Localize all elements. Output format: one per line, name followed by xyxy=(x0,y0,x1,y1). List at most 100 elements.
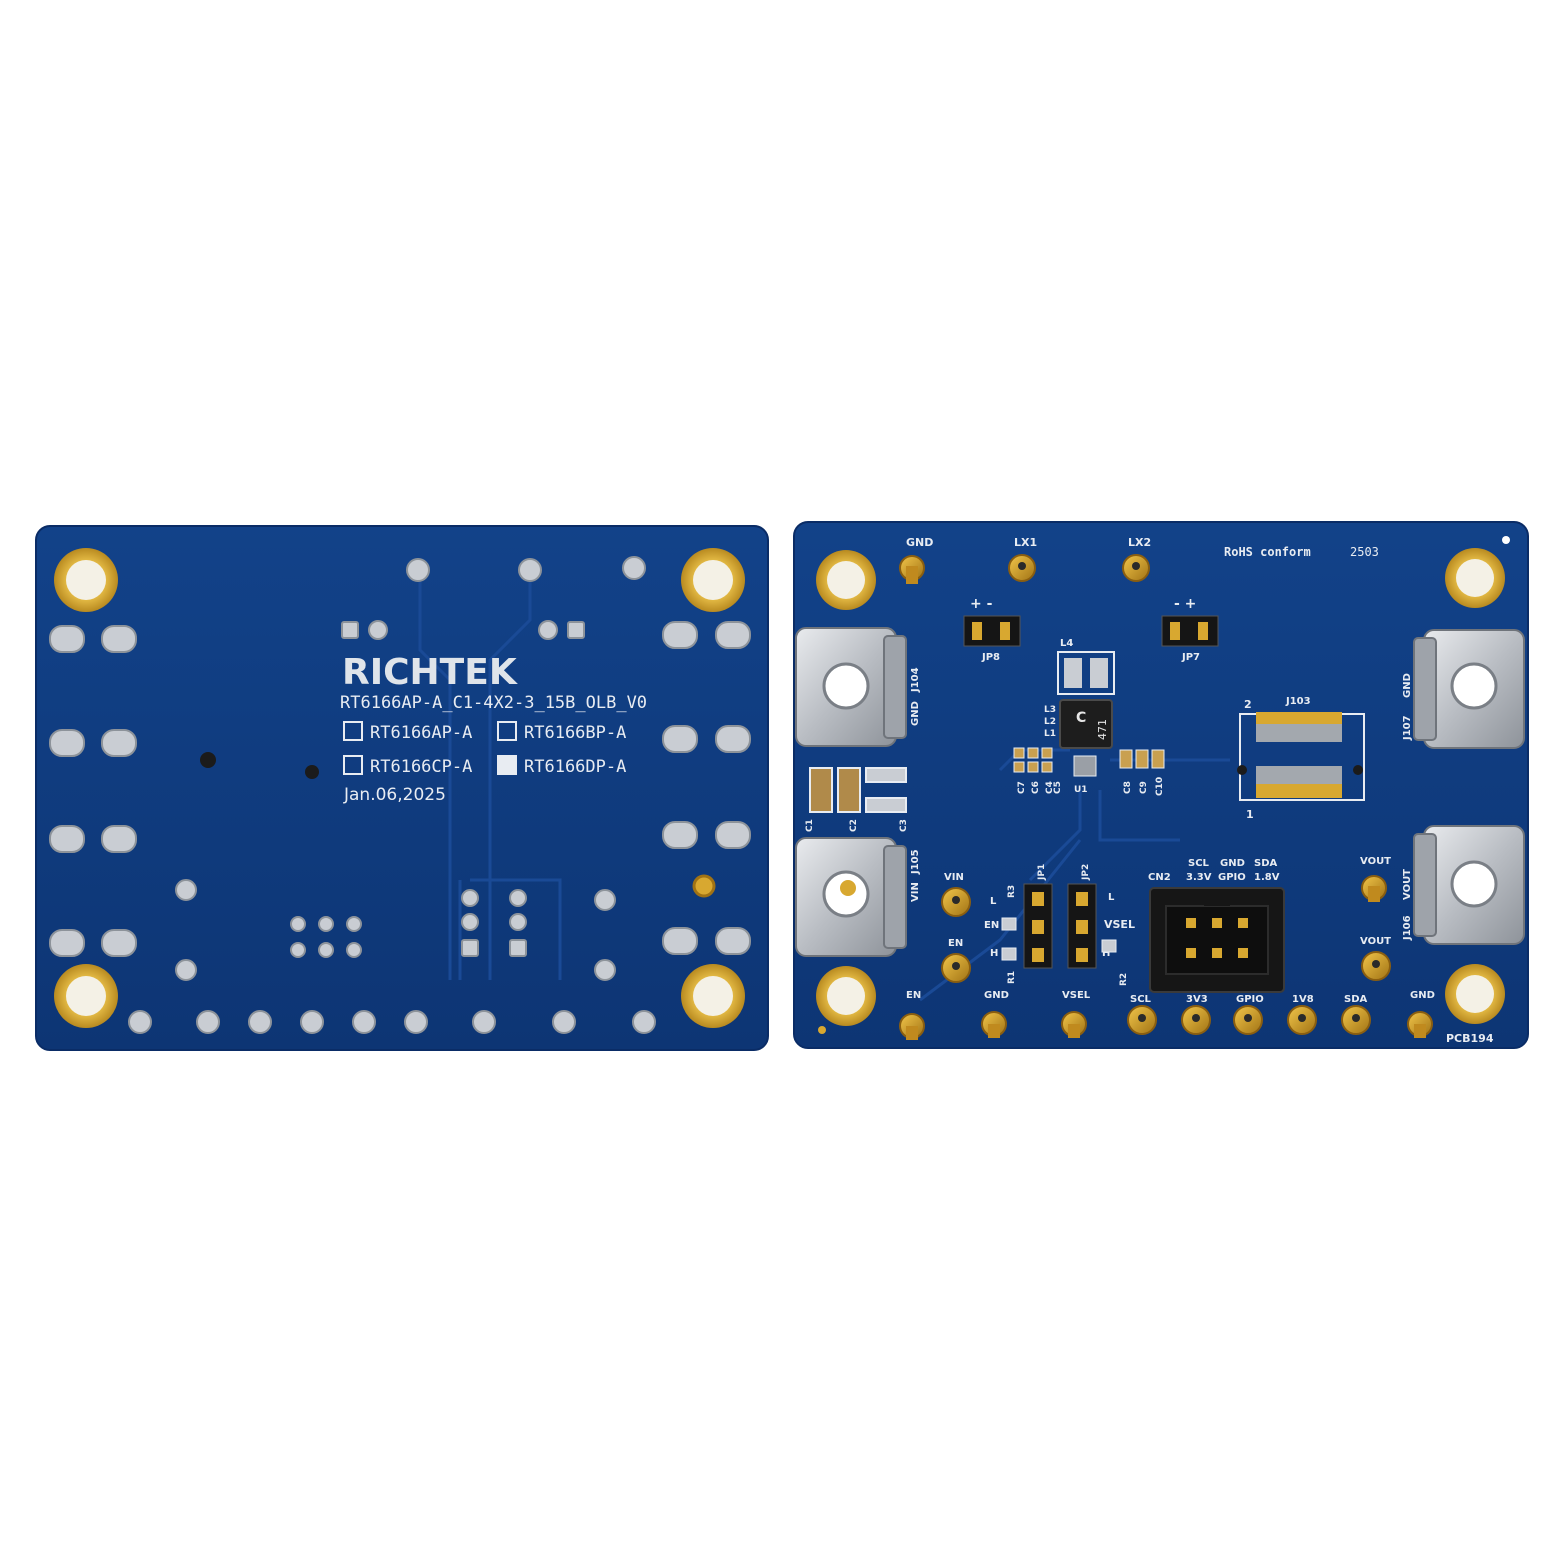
inductor-chip: C 471 xyxy=(1059,699,1113,749)
label-bottom-vsel: VSEL xyxy=(1062,990,1091,1001)
label-c10: C10 xyxy=(1155,777,1165,796)
label-j106-net: VOUT xyxy=(1402,869,1413,900)
left-bottom-solder-row xyxy=(128,1010,656,1034)
label-j104-net: GND xyxy=(910,701,921,726)
jumper-jp2 xyxy=(1067,883,1097,969)
connector-cn2 xyxy=(1149,887,1285,993)
ic-u1 xyxy=(1073,755,1097,777)
richtek-logo: RICHTEK xyxy=(342,652,518,693)
label-jp2-h: H xyxy=(1102,948,1110,959)
pcb-id: PCB194 xyxy=(1446,1032,1494,1045)
label-jp2-l: L xyxy=(1108,892,1115,903)
label-bottom-gpio: GPIO xyxy=(1236,994,1264,1005)
board-date: Jan.06,2025 xyxy=(343,785,446,805)
corner-mark xyxy=(818,1026,826,1034)
label-jp2: JP2 xyxy=(1081,864,1091,881)
cn2-col1-bot: 3.3V xyxy=(1186,872,1212,883)
testpoint-bottom-sda xyxy=(1341,1005,1371,1035)
inductor-mark-top: C xyxy=(1076,710,1086,726)
label-bottom-scl: SCL xyxy=(1130,994,1152,1005)
label-jp2-vsel: VSEL xyxy=(1104,918,1135,931)
testpoint-bottom-scl xyxy=(1127,1005,1157,1035)
label-j107: J107 xyxy=(1402,715,1413,741)
label-r1: R1 xyxy=(1007,971,1017,984)
fiducial-dot xyxy=(1502,536,1510,544)
label-j104: J104 xyxy=(910,667,921,693)
option-label-ap: RT6166AP-A xyxy=(370,723,472,743)
option-checkbox-cp xyxy=(343,755,363,775)
label-c2: C2 xyxy=(849,819,859,832)
terminal-j105 xyxy=(795,837,907,957)
label-tp-lx2: LX2 xyxy=(1128,536,1151,549)
board-part-string: RT6166AP-A_C1-4X2-3_15B_OLB_V0 xyxy=(340,693,647,713)
label-l2: L2 xyxy=(1044,717,1056,727)
option-label-dp: RT6166DP-A xyxy=(524,757,626,777)
right-board: J104 GND J105 VIN GND J107 VOUT J106 RoH… xyxy=(793,521,1529,1049)
jumper-jp8 xyxy=(963,615,1021,647)
label-jp1-l: L xyxy=(990,896,997,907)
caps-right-group xyxy=(1119,749,1165,769)
jumper-jp7 xyxy=(1161,615,1219,647)
testpoint-bottom-vsel xyxy=(1061,1011,1087,1038)
label-bottom-sda: SDA xyxy=(1344,994,1368,1005)
label-c5: C5 xyxy=(1053,781,1063,794)
resistor-r3 xyxy=(1001,917,1017,931)
left-gold-via xyxy=(692,874,716,898)
testpoint-bottom-gpio xyxy=(1233,1005,1263,1035)
resistor-r1 xyxy=(1001,947,1017,961)
jp8-polarity: + - xyxy=(970,596,993,612)
label-j106: J106 xyxy=(1402,915,1413,941)
cn2-col3-bot: 1.8V xyxy=(1254,872,1280,883)
caps-left-group xyxy=(1013,747,1053,773)
label-c6: C6 xyxy=(1031,781,1041,794)
label-tp-vout-2: VOUT xyxy=(1360,936,1391,947)
terminal-j104 xyxy=(795,627,907,747)
left-side-pads-right xyxy=(662,621,751,955)
label-c9: C9 xyxy=(1139,781,1149,794)
label-bottom-gnd: GND xyxy=(984,990,1009,1001)
option-label-cp: RT6166CP-A xyxy=(370,757,472,777)
terminal-j107 xyxy=(1413,629,1525,749)
label-jp1: JP1 xyxy=(1037,864,1047,881)
testpoint-bottom-3v3 xyxy=(1181,1005,1211,1035)
bottom-testpoints xyxy=(899,1005,1433,1040)
inductor-mark-bottom: 471 xyxy=(1096,719,1109,740)
label-j105: J105 xyxy=(910,849,921,875)
label-tp-vin: VIN xyxy=(944,872,964,883)
testpoint-bottom-1v8 xyxy=(1287,1005,1317,1035)
left-lower-solder-points xyxy=(175,879,616,981)
label-c4: C4 xyxy=(1045,781,1055,794)
label-jp1-h: H xyxy=(990,948,998,959)
testpoint-bottom-gnd-2 xyxy=(1407,1011,1433,1038)
left-vias xyxy=(200,752,319,779)
label-j107-net: GND xyxy=(1402,673,1413,698)
label-c8: C8 xyxy=(1123,781,1133,794)
right-mounting-holes xyxy=(816,548,1505,1026)
label-jp1-en: EN xyxy=(984,920,999,931)
testpoint-bottom-gnd xyxy=(981,1011,1007,1038)
label-jp7: JP7 xyxy=(1181,652,1200,663)
date-code: 2503 xyxy=(1350,545,1379,559)
cn2-col2-top: GND xyxy=(1220,858,1245,869)
label-j103-pin2: 2 xyxy=(1244,698,1252,711)
label-j103-pin1: 1 xyxy=(1246,808,1254,821)
left-top-solder-points xyxy=(341,556,646,640)
caps-c1-c3 xyxy=(809,767,907,813)
option-checkbox-dp xyxy=(497,755,517,775)
label-bottom-gnd-2: GND xyxy=(1410,990,1435,1001)
connector-j103 xyxy=(1237,712,1365,801)
left-side-pads-left xyxy=(49,625,137,957)
label-l3: L3 xyxy=(1044,705,1056,715)
left-traces xyxy=(418,580,562,980)
resistor-r2 xyxy=(1101,939,1117,953)
terminal-j106 xyxy=(1413,825,1525,945)
left-mounting-holes xyxy=(54,548,745,1028)
inductor-footprint-l4 xyxy=(1057,651,1115,695)
testpoint-gnd-top xyxy=(899,555,925,584)
jp7-polarity: - + xyxy=(1174,596,1196,612)
testpoint-bottom-en xyxy=(899,1013,925,1040)
testpoint-vout-2 xyxy=(1361,951,1391,981)
label-j105-net: VIN xyxy=(910,882,921,902)
label-bottom-3v3: 3V3 xyxy=(1186,994,1208,1005)
label-r3: R3 xyxy=(1007,885,1017,898)
